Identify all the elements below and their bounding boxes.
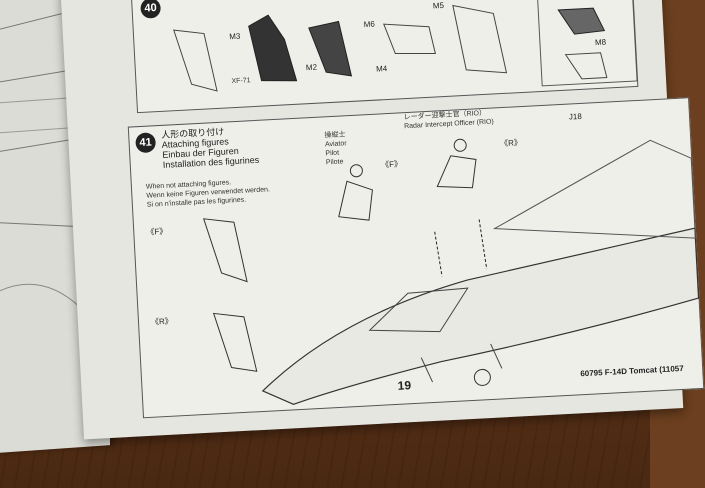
step-40-seat-drawings — [173, 0, 638, 92]
page-number: 19 — [397, 378, 412, 393]
step-41-drawings — [202, 138, 700, 406]
step-40-panel: 40 M3 M2 M6 M4 M5 M8 XF-71 — [129, 0, 639, 114]
step-41-panel: 41 人形の取り付け Attaching figures Einbau der … — [127, 97, 705, 419]
instruction-page: 40 M3 M2 M6 M4 M5 M8 XF-71 41 人形の取り付け — [60, 0, 705, 440]
